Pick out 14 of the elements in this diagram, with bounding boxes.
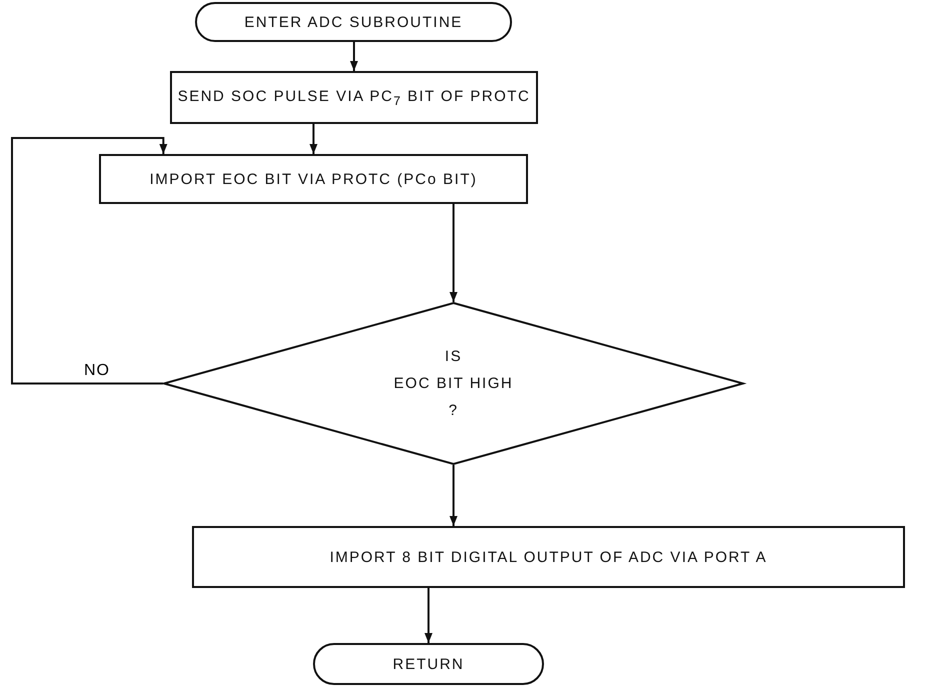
- node-text: IMPORT EOC BIT VIA PROTC (PCo BIT): [150, 170, 478, 188]
- node-text: ?: [448, 402, 458, 419]
- node-text: ENTER ADC SUBROUTINE: [244, 14, 463, 30]
- arrow: [310, 124, 318, 154]
- node-text: SEND SOC PULSE VIA PC$_{7}$ BIT OF PROTC: [178, 88, 530, 108]
- node-text: IMPORT 8 BIT DIGITAL OUTPUT OF ADC VIA PORT A: [330, 548, 768, 566]
- arrow: [450, 204, 458, 302]
- node-text: RETURN: [392, 656, 464, 672]
- arrow: [350, 42, 358, 71]
- node-text: EOC BIT HIGH: [394, 375, 514, 392]
- arrow: [450, 465, 458, 526]
- arrow: [424, 588, 432, 643]
- node-text: IS: [444, 348, 462, 365]
- arrow: [11, 137, 168, 384]
